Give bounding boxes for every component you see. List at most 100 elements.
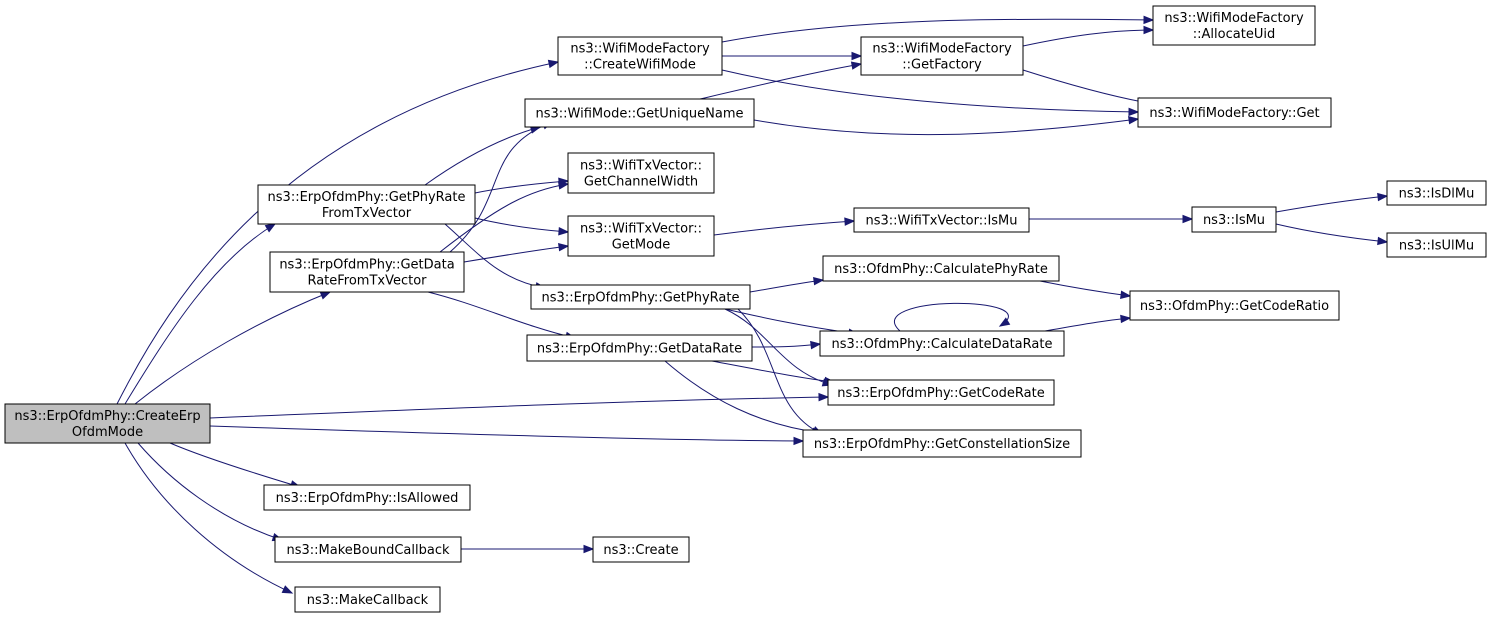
edge-root-to-getconstsize xyxy=(209,425,805,446)
node-label: ns3::MakeCallback xyxy=(307,593,429,608)
arrowhead-icon xyxy=(1128,116,1140,125)
node-get[interactable]: ns3::WifiModeFactory::Get xyxy=(1137,97,1332,128)
node-label: ns3::ErpOfdmPhy::CreateErp xyxy=(14,409,200,424)
call-edges xyxy=(116,15,1389,594)
node-label: ns3::ErpOfdmPhy::GetCodeRate xyxy=(837,386,1044,401)
node-label: ns3::WifiTxVector::IsMu xyxy=(865,214,1017,229)
node-label: ns3::WifiModeFactory::Get xyxy=(1149,106,1319,121)
node-getcoderate[interactable]: ns3::ErpOfdmPhy::GetCodeRate xyxy=(827,379,1055,406)
arrowhead-icon xyxy=(583,544,595,554)
node-label: ns3::ErpOfdmPhy::GetPhyRate xyxy=(542,291,740,306)
node-label: ns3::IsUlMu xyxy=(1399,239,1474,254)
node-makeboundcallback[interactable]: ns3::MakeBoundCallback xyxy=(274,536,462,563)
node-getfactory[interactable]: ns3::WifiModeFactory::GetFactory xyxy=(860,36,1024,76)
edge-root-to-makeboundcallback xyxy=(137,442,284,542)
node-isdlmu[interactable]: ns3::IsDlMu xyxy=(1386,180,1487,206)
node-getdatarate[interactable]: ns3::ErpOfdmPhy::GetDataRate xyxy=(526,334,753,362)
edge-getmode-to-txismu xyxy=(713,217,856,236)
edge-getdataratefromtx-to-getchannelwidth xyxy=(439,181,570,253)
arrowhead-icon xyxy=(851,51,863,61)
node-label: ns3::ErpOfdmPhy::GetData xyxy=(279,258,454,273)
node-label: ns3::WifiModeFactory xyxy=(872,42,1012,57)
edge-getphyrate-to-calcphyrate xyxy=(749,277,825,293)
edge-getphyratefromtx-to-getuniquename xyxy=(424,125,542,186)
node-txismu[interactable]: ns3::WifiTxVector::IsMu xyxy=(853,207,1030,233)
node-label: GetMode xyxy=(612,238,671,253)
edge-root-to-getphyratefromtx xyxy=(124,223,277,405)
node-label: ns3::OfdmPhy::CalculatePhyRate xyxy=(834,262,1048,277)
node-getchannelwidth[interactable]: ns3::WifiTxVector::GetChannelWidth xyxy=(567,152,715,194)
edge-ismu-to-isulmu xyxy=(1275,223,1389,246)
node-allocateuid[interactable]: ns3::WifiModeFactory::AllocateUid xyxy=(1152,5,1316,46)
arrowhead-icon xyxy=(813,277,825,286)
edge-getuniquename-to-getfactory xyxy=(699,61,863,100)
edge-createwifimode-to-get xyxy=(721,69,1140,117)
arrowhead-icon xyxy=(1143,25,1155,35)
arrowhead-icon xyxy=(850,61,863,70)
edge-root-to-createwifimode xyxy=(116,59,560,405)
arrowhead-icon xyxy=(557,181,570,190)
arrowhead-icon xyxy=(1182,214,1194,224)
edge-getfactory-to-allocateuid xyxy=(1022,25,1155,47)
node-makecallback[interactable]: ns3::MakeCallback xyxy=(294,586,441,613)
node-getconstsize[interactable]: ns3::ErpOfdmPhy::GetConstellationSize xyxy=(802,429,1082,458)
node-getuniquename[interactable]: ns3::WifiMode::GetUniqueName xyxy=(524,98,755,128)
arrowhead-icon xyxy=(264,223,277,233)
node-label: ::GetFactory xyxy=(902,58,982,73)
node-label: RateFromTxVector xyxy=(307,274,427,289)
arrowhead-icon xyxy=(558,227,570,236)
arrowhead-icon xyxy=(319,291,332,300)
edge-getphyratefromtx-to-getchannelwidth xyxy=(474,177,570,194)
arrowhead-icon xyxy=(1143,15,1155,25)
arrowhead-icon xyxy=(1377,236,1389,246)
edge-getdataratefromtx-to-getmode xyxy=(463,243,570,263)
node-label: ns3::ErpOfdmPhy::GetPhyRate xyxy=(268,190,466,205)
arrowhead-icon xyxy=(998,317,1011,327)
node-label: FromTxVector xyxy=(322,206,412,221)
arrowhead-icon xyxy=(1120,290,1132,299)
edge-calcdatarate-to-getcoderatio xyxy=(1044,314,1132,332)
edge-getphyrate-to-getconstsize xyxy=(737,308,824,435)
node-label: ns3::ErpOfdmPhy::GetDataRate xyxy=(537,342,742,357)
node-label: ns3::OfdmPhy::GetCodeRatio xyxy=(1140,299,1329,314)
edge-root-to-makecallback xyxy=(124,442,294,594)
node-calcphyrate[interactable]: ns3::OfdmPhy::CalculatePhyRate xyxy=(822,255,1060,282)
node-getmode[interactable]: ns3::WifiTxVector::GetMode xyxy=(567,215,715,257)
node-createwifimode[interactable]: ns3::WifiModeFactory::CreateWifiMode xyxy=(557,36,723,76)
node-label: ns3::IsMu xyxy=(1203,213,1265,228)
edge-calcphyrate-to-getcoderatio xyxy=(1039,280,1132,299)
node-getcoderatio[interactable]: ns3::OfdmPhy::GetCodeRatio xyxy=(1129,290,1340,321)
node-create[interactable]: ns3::Create xyxy=(592,536,690,563)
node-label: ::AllocateUid xyxy=(1193,27,1275,42)
edge-root-to-isallowed xyxy=(169,442,302,489)
node-label: ns3::IsDlMu xyxy=(1399,187,1475,202)
node-label: GetChannelWidth xyxy=(584,175,698,190)
node-label: ns3::WifiModeFactory xyxy=(1164,11,1304,26)
node-calcdatarate[interactable]: ns3::OfdmPhy::CalculateDataRate xyxy=(819,330,1065,357)
edge-txismu-to-ismu xyxy=(1029,214,1194,224)
node-isallowed[interactable]: ns3::ErpOfdmPhy::IsAllowed xyxy=(263,484,471,511)
node-label: ns3::Create xyxy=(603,543,678,558)
arrowhead-icon xyxy=(818,392,830,402)
edge-getfactory-to-get xyxy=(1022,69,1150,106)
node-label: ns3::WifiModeFactory xyxy=(570,42,710,57)
node-ismu[interactable]: ns3::IsMu xyxy=(1191,206,1277,233)
node-label: ns3::MakeBoundCallback xyxy=(286,543,450,558)
edge-getphyratefromtx-to-getmode xyxy=(474,217,570,236)
node-isulmu[interactable]: ns3::IsUlMu xyxy=(1386,232,1487,258)
edge-root-to-getcoderate xyxy=(209,392,830,419)
edge-makeboundcallback-to-create xyxy=(461,544,595,554)
node-label: OfdmMode xyxy=(72,425,143,440)
node-getphyrate[interactable]: ns3::ErpOfdmPhy::GetPhyRate xyxy=(530,284,751,310)
arrowhead-icon xyxy=(1120,314,1132,324)
arrowhead-icon xyxy=(558,243,570,252)
node-label: ::CreateWifiMode xyxy=(584,58,696,73)
edge-getdatarate-to-calcdatarate xyxy=(751,340,822,350)
arrowhead-icon xyxy=(547,59,560,69)
edge-calcdatarate-to-calcdatarate xyxy=(894,302,1011,332)
